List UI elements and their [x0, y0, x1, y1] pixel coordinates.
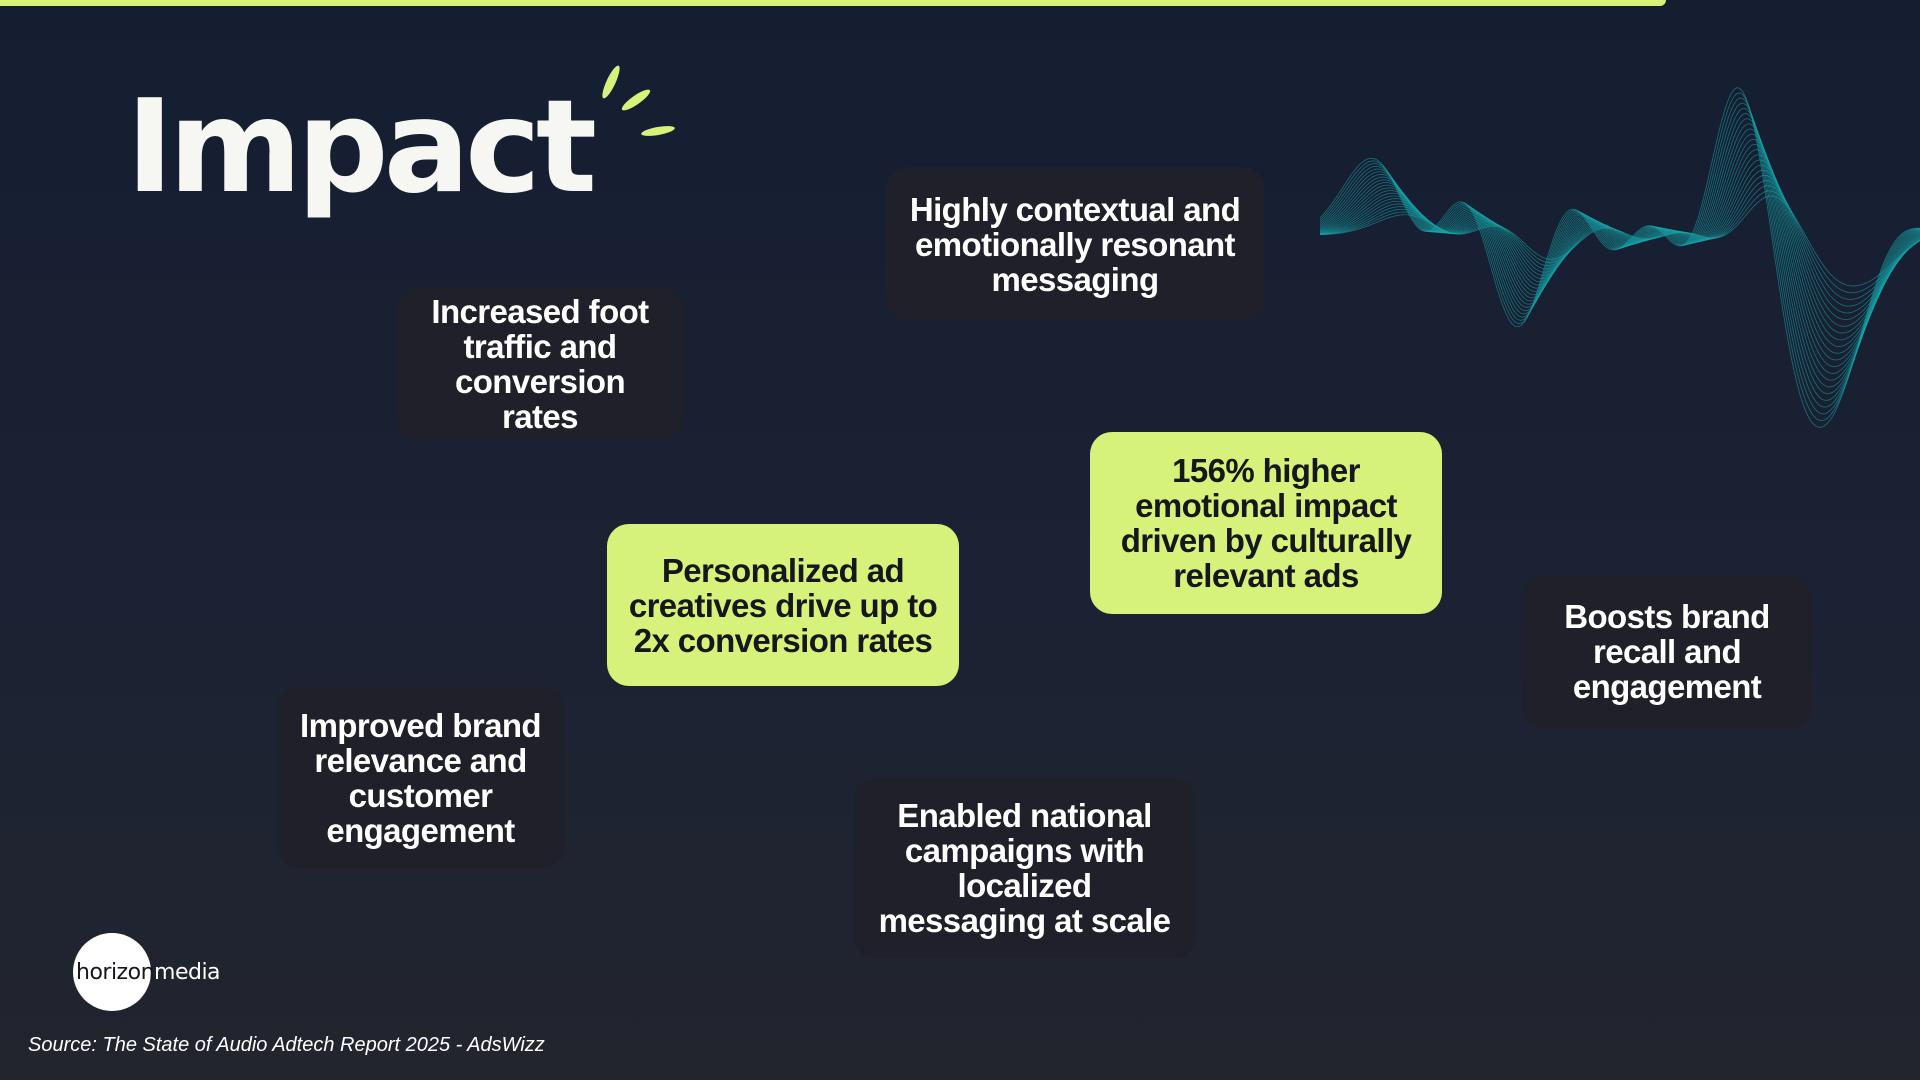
top-accent-bar — [0, 0, 1666, 6]
wave-line — [1320, 97, 1920, 415]
logo-word-horizon: horizon — [76, 959, 155, 985]
wave-line — [1320, 92, 1920, 422]
wave-line — [1320, 102, 1920, 408]
wave-line — [1320, 112, 1920, 395]
card-brand-recall: Boosts brand recall and engagement — [1522, 575, 1812, 728]
slide-title: Impact — [126, 73, 597, 222]
wave-line — [1320, 123, 1920, 381]
source-citation: Source: The State of Audio Adtech Report… — [28, 1034, 545, 1056]
card-foot-traffic: Increased foot traffic and conversion ra… — [396, 288, 684, 440]
card-brand-relevance: Improved brand relevance and customer en… — [276, 687, 565, 868]
logo-wordmark: horizonmedia — [73, 959, 221, 985]
horizon-media-logo: horizonmedia — [73, 933, 221, 1011]
wave-line — [1320, 118, 1920, 388]
card-emotional-impact: 156% higher emotional impact driven by c… — [1090, 432, 1442, 614]
logo-circle — [73, 933, 151, 1011]
card-personalized-creatives: Personalized ad creatives drive up to 2x… — [607, 524, 959, 686]
card-contextual-messaging: Highly contextual and emotionally resona… — [886, 167, 1264, 321]
logo-word-media: media — [154, 959, 221, 985]
wave-line — [1320, 180, 1920, 307]
card-national-campaigns: Enabled national campaigns with localize… — [853, 778, 1196, 958]
wave-line — [1320, 107, 1920, 401]
wave-line — [1320, 174, 1920, 314]
wave-line — [1320, 133, 1920, 368]
wave-line — [1320, 195, 1920, 287]
sound-wave-graphic — [1320, 87, 1920, 428]
wave-line — [1320, 128, 1920, 374]
sparkle-icon — [602, 65, 675, 136]
wave-line — [1320, 87, 1920, 428]
